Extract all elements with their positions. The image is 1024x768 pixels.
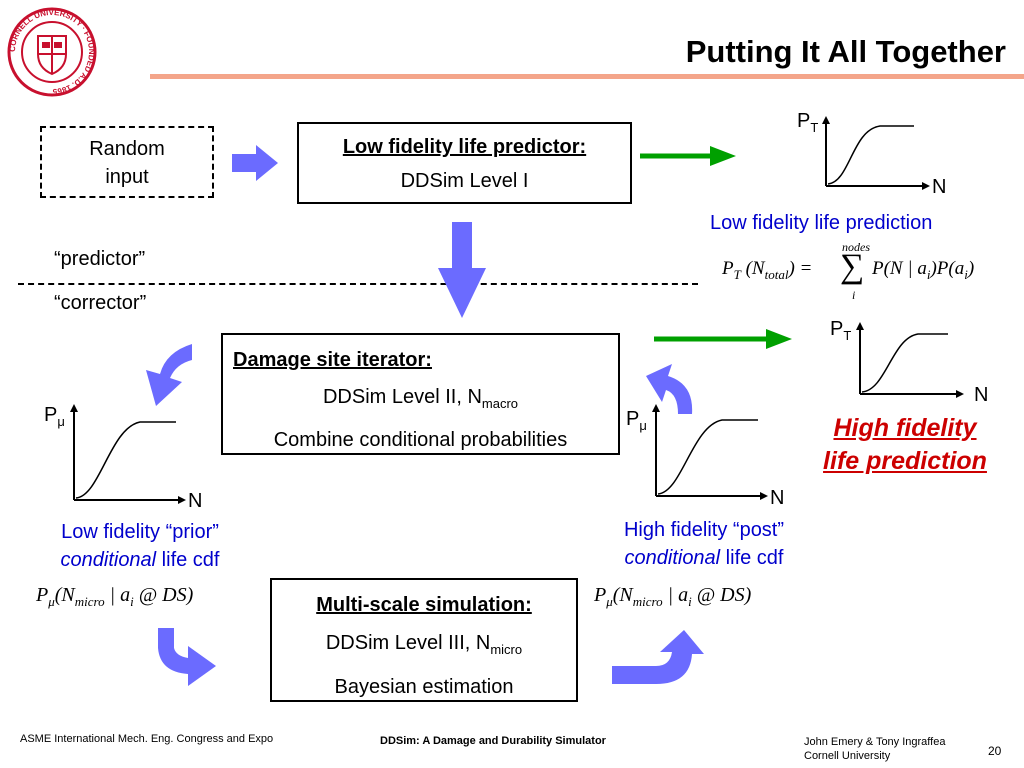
cornell-seal-logo: CORNELL UNIVERSITY · FOUNDED A.D. 1865: [7, 7, 97, 97]
blue-arrow-predictor-to-iterator: [438, 222, 486, 318]
plot-post-y-label: Pμ: [626, 408, 647, 433]
prior-caption: Low fidelity “prior” conditional life cd…: [20, 518, 260, 574]
post-caption-line2: conditional life cdf: [624, 547, 784, 569]
plot-post-x-label: N: [770, 487, 785, 509]
high-fidelity-caption-line1: High fidelity: [833, 414, 977, 442]
multi-scale-simulation-box: Multi-scale simulation: DDSim Level III,…: [270, 578, 578, 702]
low-fidelity-heading: Low fidelity life predictor:: [342, 136, 587, 158]
plot-high-fidelity-x-label: N: [974, 384, 989, 406]
plot-prior-y-label: Pμ: [44, 404, 65, 429]
green-arrow-to-high-fidelity-plot: [654, 329, 792, 349]
blue-curved-arrow-multiscale-to-post: [612, 630, 704, 684]
damage-heading: Damage site iterator:: [233, 349, 432, 371]
footer-authors: John Emery & Tony Ingraffea Cornell Univ…: [804, 735, 945, 763]
blue-curved-arrow-prior-to-multiscale: [158, 628, 216, 686]
high-fidelity-prediction-caption: High fidelity life prediction: [800, 412, 1010, 478]
page-number: 20: [988, 744, 1002, 758]
footer-authors-line2: Cornell University: [804, 750, 891, 762]
footer-authors-line1: John Emery & Tony Ingraffea: [804, 736, 946, 748]
blue-curved-arrow-from-post: [646, 364, 693, 414]
footer-title: DDSim: A Damage and Durability Simulator: [380, 735, 606, 747]
predictor-label: “predictor”: [54, 248, 146, 270]
plot-low-fidelity-y-label: PT: [797, 110, 819, 135]
post-caption: High fidelity “post” conditional life cd…: [584, 516, 824, 572]
post-equation: Pμ(Nmicro | ai @ DS): [594, 584, 752, 609]
plot-low-fidelity-x-label: N: [932, 176, 947, 198]
plot-prior-x-label: N: [188, 490, 203, 512]
prior-caption-line2: conditional life cdf: [60, 549, 220, 571]
high-fidelity-caption-line2: life prediction: [823, 447, 987, 475]
multiscale-heading: Multi-scale simulation:: [316, 594, 532, 616]
plot-prior-cdf: [70, 404, 186, 504]
blue-arrow-input-to-predictor: [232, 145, 278, 181]
prior-caption-line1: Low fidelity “prior”: [61, 521, 219, 543]
damage-line1-text: DDSim Level II, N: [322, 386, 482, 408]
slide-title: Putting It All Together: [685, 34, 1006, 69]
multiscale-line2: Bayesian estimation: [334, 676, 514, 698]
random-input-line2: input: [105, 166, 149, 188]
title-rule: [150, 74, 1024, 79]
damage-line1-sub: macro: [481, 396, 519, 411]
prior-equation: Pμ(Nmicro | ai @ DS): [36, 584, 194, 609]
predictor-corrector-divider: [18, 283, 698, 285]
multiscale-line1-text: DDSim Level III, N: [325, 632, 491, 654]
footer-conference: ASME International Mech. Eng. Congress a…: [20, 733, 274, 745]
multiscale-line1-sub: micro: [490, 642, 523, 657]
plot-high-fidelity-y-label: PT: [830, 318, 852, 343]
plot-post-cdf: [652, 404, 768, 500]
low-fidelity-prediction-caption: Low fidelity life prediction: [710, 212, 933, 234]
green-arrow-to-low-fidelity-plot: [640, 146, 736, 166]
damage-line2: Combine conditional probabilities: [273, 429, 568, 451]
random-input-line1: Random: [89, 138, 165, 160]
plot-high-fidelity-cdf: [856, 322, 964, 398]
random-input-box: Random input: [40, 126, 214, 198]
low-fidelity-predictor-box: Low fidelity life predictor: DDSim Level…: [297, 122, 632, 204]
corrector-label: “corrector”: [54, 292, 147, 314]
damage-line1: DDSim Level II, Nmacro: [223, 379, 618, 422]
multiscale-line1: DDSim Level III, Nmicro: [272, 624, 576, 669]
total-probability-equation: PT (Ntotal) = nodes ∑ i P(N | ai)P(ai): [722, 240, 975, 302]
blue-curved-arrow-to-prior: [146, 344, 192, 406]
plot-low-fidelity-cdf: [822, 116, 930, 190]
damage-site-iterator-box: Damage site iterator: DDSim Level II, Nm…: [221, 333, 620, 455]
low-fidelity-line1: DDSim Level I: [400, 170, 529, 192]
post-caption-line1: High fidelity “post”: [623, 519, 785, 541]
